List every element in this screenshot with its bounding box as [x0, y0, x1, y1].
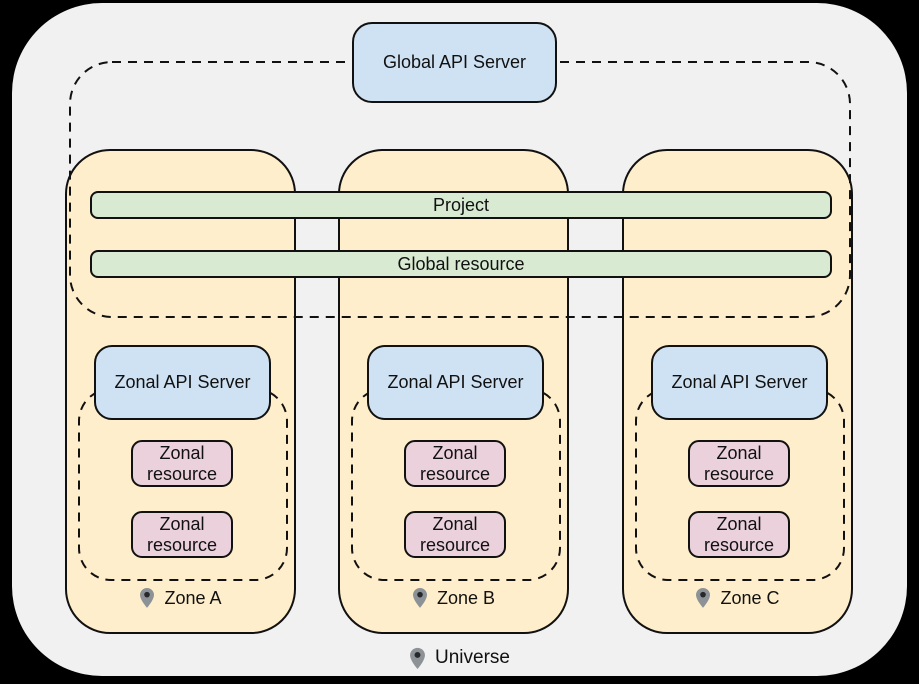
zonal-resource-box: Zonal resource: [404, 440, 506, 487]
zonal-resource-box: Zonal resource: [688, 440, 790, 487]
zonal-api-server-label: Zonal API Server: [387, 372, 524, 392]
zone-label: Zone A: [164, 587, 222, 608]
zonal-api-server-box: Zonal API Server: [94, 345, 271, 420]
zone-label-row: Zone A: [67, 583, 294, 613]
universe-label-row: Universe: [0, 643, 919, 673]
zone-column-a: Zonal API Server Zonal resource Zonal re…: [65, 149, 296, 634]
zone-column-b: Zonal API Server Zonal resource Zonal re…: [338, 149, 569, 634]
zone-column-c: Zonal API Server Zonal resource Zonal re…: [622, 149, 853, 634]
zonal-resource-box: Zonal resource: [404, 511, 506, 558]
zonal-resource-box: Zonal resource: [688, 511, 790, 558]
zonal-resource-label: Zonal resource: [703, 442, 775, 484]
global-api-server-label: Global API Server: [382, 52, 527, 72]
zone-label: Zone C: [720, 587, 780, 608]
location-pin-icon: [140, 588, 155, 608]
universe-label: Universe: [435, 647, 510, 668]
global-api-server-box: Global API Server: [352, 22, 557, 103]
global-resource-bar-label: Global resource: [397, 253, 525, 274]
zone-label-row: Zone C: [624, 583, 851, 613]
zonal-resource-box: Zonal resource: [131, 511, 233, 558]
zonal-resource-box: Zonal resource: [131, 440, 233, 487]
project-bar-label: Project: [432, 194, 490, 215]
zonal-resource-label: Zonal resource: [146, 442, 218, 484]
zone-label-row: Zone B: [340, 583, 567, 613]
location-pin-icon: [412, 588, 427, 608]
zonal-resource-label: Zonal resource: [703, 513, 775, 555]
project-bar: Project: [90, 191, 832, 219]
zonal-resource-label: Zonal resource: [419, 513, 491, 555]
zonal-api-server-box: Zonal API Server: [367, 345, 544, 420]
zonal-resource-label: Zonal resource: [419, 442, 491, 484]
zonal-api-server-label: Zonal API Server: [671, 372, 808, 392]
zone-label: Zone B: [436, 587, 496, 608]
zonal-resource-label: Zonal resource: [146, 513, 218, 555]
global-resource-bar: Global resource: [90, 250, 832, 278]
zonal-api-server-label: Zonal API Server: [114, 372, 251, 392]
location-pin-icon: [696, 588, 711, 608]
location-pin-icon: [410, 647, 425, 669]
zonal-api-server-box: Zonal API Server: [651, 345, 828, 420]
